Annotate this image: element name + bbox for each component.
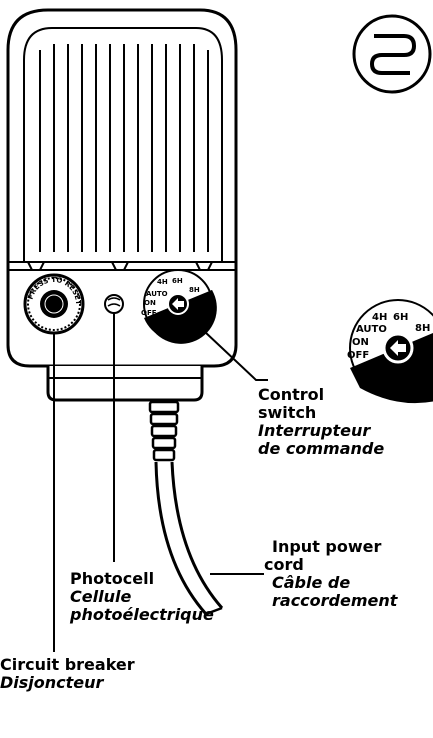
dial-label-auto: AUTO <box>146 290 168 298</box>
input-power-cord <box>148 400 224 616</box>
detail-label-auto: AUTO <box>356 324 387 335</box>
detail-label-6h: 6H <box>393 312 408 323</box>
dial-label-off: OFF <box>141 309 157 317</box>
leader-control-switch <box>187 315 268 381</box>
detail-label-4h: 4H <box>372 312 387 323</box>
dial-label-on: ON <box>144 299 156 307</box>
dial-label-6h: 6H <box>172 277 183 285</box>
detail-label-on: ON <box>352 337 369 348</box>
dial-label-8h: 8H <box>189 286 200 294</box>
label-control-switch: Control switch Interrupteur de commande <box>258 385 385 458</box>
detail-label-off: OFF <box>347 350 369 361</box>
dial-label-4h: 4H <box>157 278 168 286</box>
leader-lines <box>53 313 268 652</box>
timer-housing <box>6 8 238 402</box>
label-circuit-breaker: Circuit breaker Disjoncteur <box>0 655 135 692</box>
label-input-power-cord: Input power cord Câble de raccordement <box>264 537 398 610</box>
control-switch-detail: 4H 6H 8H AUTO ON OFF <box>347 299 433 404</box>
circuit-breaker[interactable]: PRESS TO RESET <box>23 273 85 335</box>
control-switch-dial[interactable]: 4H 6H 8H AUTO ON OFF <box>141 269 217 344</box>
photocell <box>104 294 124 314</box>
label-photocell: Photocell Cellule photoélectrique <box>70 569 214 624</box>
detail-label-8h: 8H <box>415 323 430 334</box>
timer-symbol-icon <box>352 14 432 94</box>
